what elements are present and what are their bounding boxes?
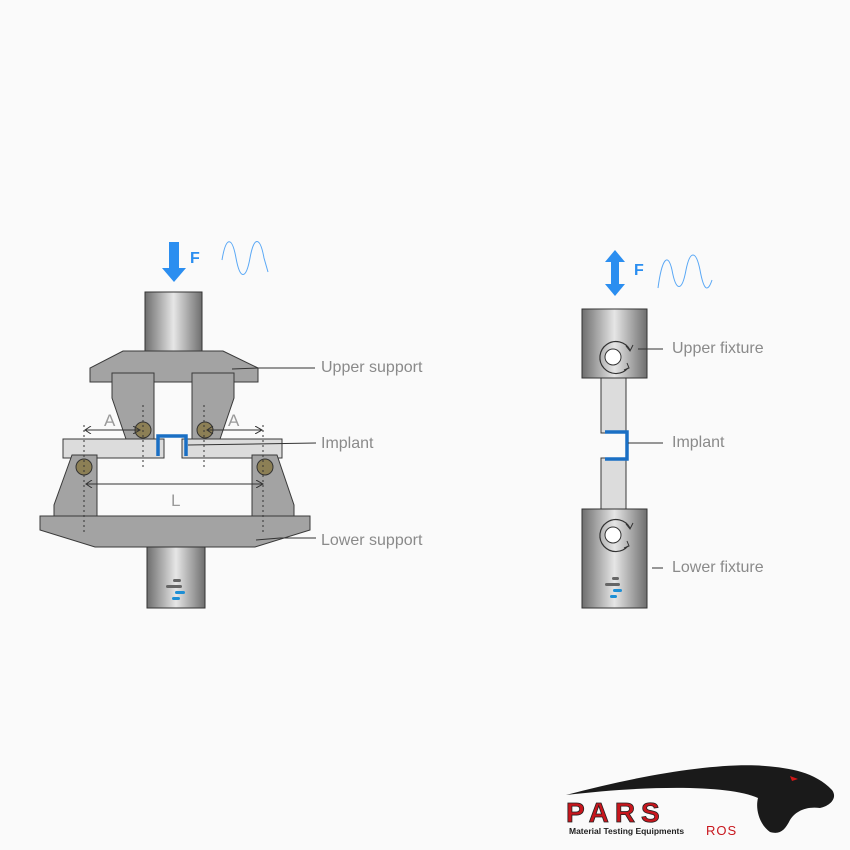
- dimension-a-left: A: [104, 411, 116, 430]
- lower-support-label: Lower support: [321, 532, 423, 549]
- lower-support: [39, 515, 311, 548]
- lower-fixture-label: Lower fixture: [672, 559, 764, 576]
- dimension-a-right: A: [228, 411, 240, 430]
- implant-staple: [156, 434, 188, 456]
- beam-left: [62, 438, 165, 459]
- force-label: F: [634, 262, 644, 279]
- force-arrow-updown-icon: [605, 250, 625, 296]
- parsros-logo: PARS Material Testing Equipments ROS: [566, 765, 835, 838]
- specimen-lower: [600, 457, 627, 511]
- rotation-icon: [599, 340, 634, 375]
- rotation-icon: [599, 518, 634, 553]
- upper-fixture-label: Upper fixture: [672, 340, 764, 357]
- lower-fixture: [581, 508, 648, 609]
- upper-fixture: [581, 308, 648, 379]
- bending-test: F A A L: [39, 241, 423, 609]
- tension-test: F Upper fixture Implant Lo: [581, 250, 764, 609]
- upper-column: [144, 291, 203, 352]
- dimension-l: L: [171, 491, 180, 510]
- load-cell-icon: [166, 579, 185, 600]
- force-label: F: [190, 250, 200, 267]
- implant-label: Implant: [672, 434, 725, 451]
- implant-label: Implant: [321, 435, 374, 452]
- upper-support-label: Upper support: [321, 359, 423, 376]
- load-cell-icon: [605, 577, 622, 598]
- lower-pin-right: [256, 458, 274, 476]
- logo-brand: PARS: [566, 797, 666, 828]
- lower-support-leader: [255, 537, 316, 541]
- force-arrow-down-icon: [162, 242, 186, 282]
- upper-support-leader: [231, 367, 315, 370]
- logo-tagline: Material Testing Equipments: [569, 826, 684, 836]
- sine-wave-icon: [657, 254, 713, 289]
- sine-wave-icon: [221, 241, 269, 275]
- implant-leader: [187, 442, 317, 446]
- specimen-upper: [600, 377, 627, 434]
- implant-bracket: [605, 430, 629, 461]
- logo-suffix: ROS: [706, 823, 737, 838]
